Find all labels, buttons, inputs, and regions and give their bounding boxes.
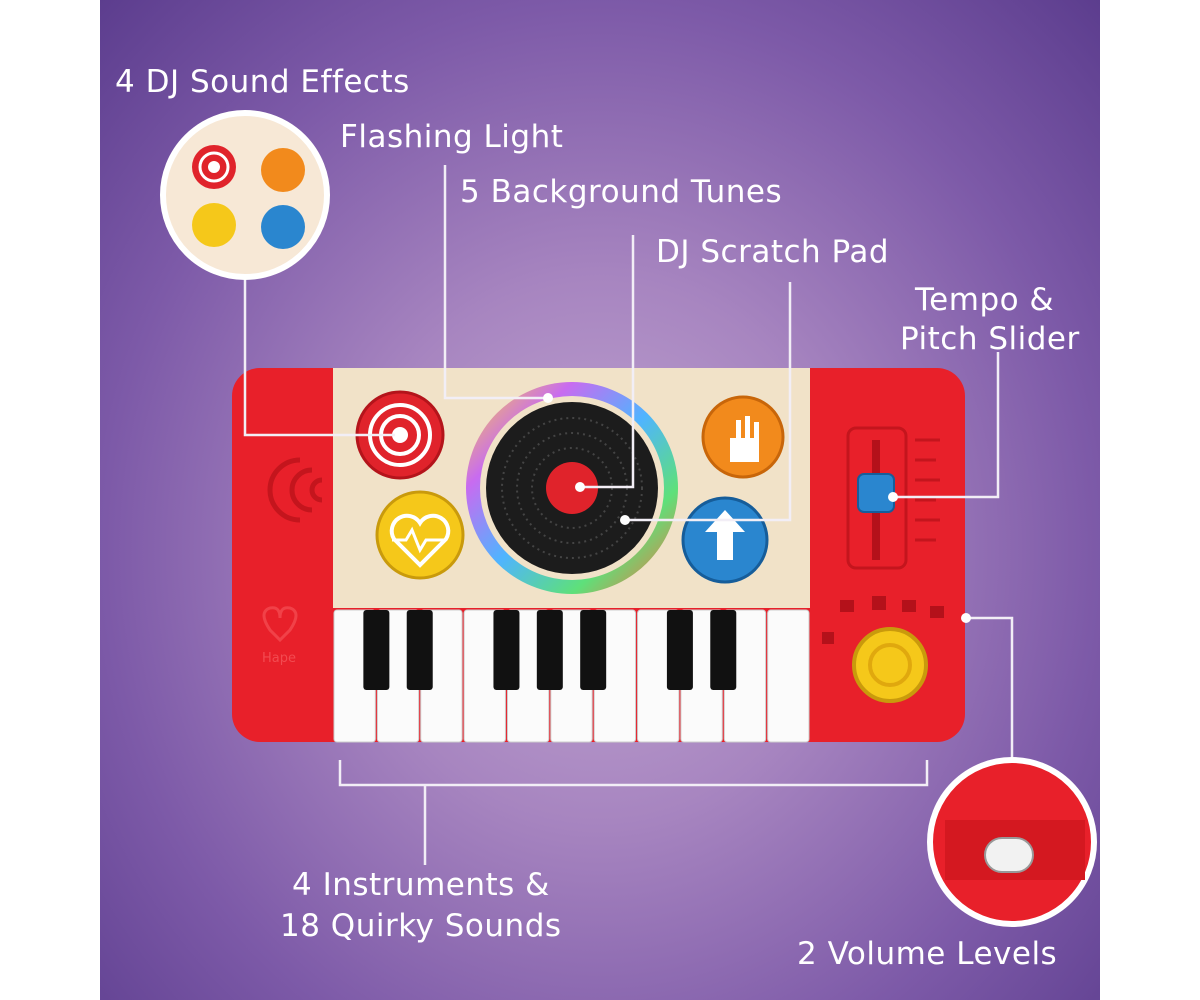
callout-lines (243, 165, 1014, 865)
tempo-pitch-slider (846, 426, 940, 570)
label-scratch-pad: DJ Scratch Pad (656, 234, 890, 270)
volume-switch-inset (927, 757, 1097, 927)
black-key[interactable] (580, 610, 607, 690)
label-flashing-light: Flashing Light (340, 119, 564, 155)
label-quirky-sounds: 18 Quirky Sounds (280, 908, 562, 944)
black-key[interactable] (666, 610, 693, 690)
black-key[interactable] (536, 610, 563, 690)
label-volume-levels: 2 Volume Levels (797, 936, 1058, 972)
black-key[interactable] (710, 610, 737, 690)
slider-handle (857, 473, 895, 513)
label-background-tunes: 5 Background Tunes (460, 174, 783, 210)
hape-logo-icon (262, 606, 298, 643)
label-instruments: 4 Instruments & (292, 867, 550, 903)
label-tempo: Tempo & (915, 282, 1055, 318)
speaker-grille (267, 457, 323, 523)
orange-hand-button (701, 395, 785, 479)
black-key[interactable] (493, 610, 520, 690)
scratch-pad-turntable (466, 382, 678, 594)
brand-logo: Hape (262, 651, 296, 666)
piano-keys (333, 609, 810, 743)
black-key[interactable] (406, 610, 433, 690)
volume-switch (984, 837, 1034, 873)
white-key[interactable] (767, 609, 810, 743)
label-pitch-slider: Pitch Slider (900, 321, 1080, 357)
label-dj-sound-effects: 4 DJ Sound Effects (115, 64, 410, 100)
instrument-knob (852, 627, 928, 703)
yellow-heart-button (375, 490, 465, 580)
blue-arrow-button (681, 496, 769, 584)
instrument-icons (822, 596, 944, 644)
dj-sound-effects-inset (160, 110, 330, 280)
black-key[interactable] (363, 610, 390, 690)
